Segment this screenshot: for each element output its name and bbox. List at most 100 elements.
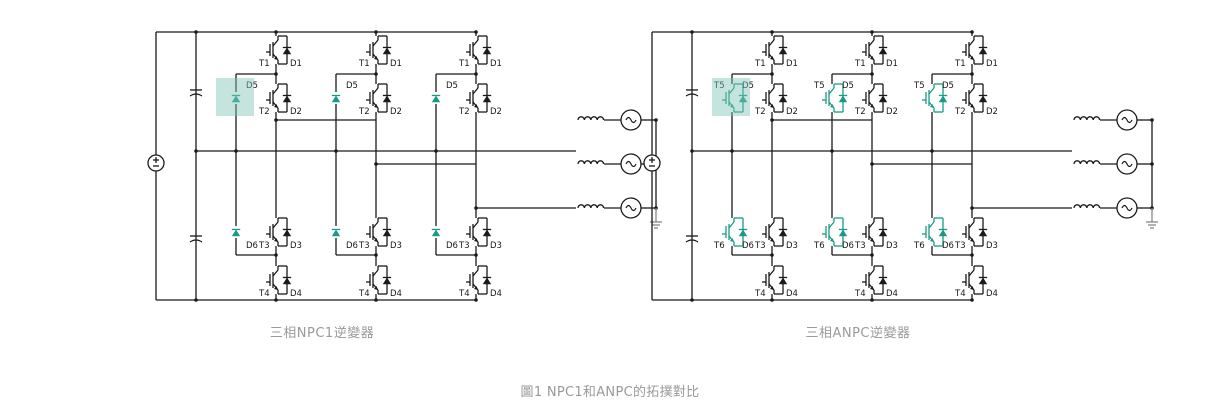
leg1-label-t3: T3 bbox=[258, 241, 270, 251]
junction-dot bbox=[274, 72, 278, 76]
leg3-label-t2: T2 bbox=[458, 107, 470, 117]
junction-dot bbox=[374, 253, 378, 257]
leg1-switch-t2 bbox=[762, 83, 788, 113]
leg1-switch-t1 bbox=[266, 35, 292, 65]
leg1-label-d6: D6 bbox=[246, 241, 258, 251]
ac-source-wave bbox=[1121, 160, 1133, 168]
junction-dot bbox=[374, 30, 378, 34]
leg1-label-d5: D5 bbox=[742, 81, 754, 91]
leg3-switch-t2 bbox=[466, 83, 492, 113]
igbt-collector bbox=[768, 221, 775, 229]
inductor-coil bbox=[1073, 204, 1101, 209]
leg2-switch-t4 bbox=[862, 265, 888, 295]
leg1-clamp-diode-d5 bbox=[231, 95, 241, 103]
ac-source-wave bbox=[1121, 116, 1133, 124]
leg1-label-d1: D1 bbox=[786, 59, 798, 69]
leg2-label-d3: D3 bbox=[886, 241, 898, 251]
junction-dot bbox=[274, 118, 278, 122]
leg1-switch-t3 bbox=[762, 217, 788, 247]
junction-dot bbox=[274, 30, 278, 34]
rail-gap bbox=[931, 84, 933, 112]
igbt-arrow bbox=[274, 56, 278, 60]
junction-dot bbox=[334, 149, 338, 153]
igbt-collector bbox=[768, 269, 775, 277]
inductor-icon bbox=[1073, 116, 1101, 121]
junction-dot bbox=[870, 30, 874, 34]
leg3-clamp-switch-t5 bbox=[922, 83, 948, 113]
leg2-switch-t4 bbox=[366, 265, 392, 295]
igbt-arrow bbox=[374, 238, 378, 242]
leg2-switch-t3 bbox=[366, 217, 392, 247]
inductor-icon bbox=[1073, 204, 1101, 209]
antiparallel-diode bbox=[978, 277, 988, 285]
igbt-collector bbox=[968, 39, 975, 47]
rail-gap bbox=[771, 84, 773, 112]
inductor-coil bbox=[1073, 116, 1101, 121]
leg2-label-t4: T4 bbox=[854, 289, 866, 299]
npc1-caption: 三相NPC1逆變器 bbox=[269, 326, 375, 341]
junction-dot bbox=[474, 206, 478, 210]
leg2-label-d3: D3 bbox=[390, 241, 402, 251]
junction-dot bbox=[970, 253, 974, 257]
antiparallel-diode bbox=[482, 229, 492, 237]
wire-gap bbox=[578, 203, 602, 211]
igbt-arrow bbox=[870, 238, 874, 242]
capacitor-icon bbox=[685, 89, 699, 97]
antiparallel-diode bbox=[482, 47, 492, 55]
junction-dot bbox=[374, 298, 378, 302]
capacitor-curved-plate bbox=[685, 93, 699, 97]
igbt-arrow bbox=[930, 104, 934, 108]
ac-source-wave bbox=[625, 160, 637, 168]
leg1-label-d4: D4 bbox=[290, 289, 302, 299]
igbt-collector bbox=[472, 221, 479, 229]
igbt-collector bbox=[828, 87, 835, 95]
igbt-arrow bbox=[970, 56, 974, 60]
leg3-label-t4: T4 bbox=[954, 289, 966, 299]
rail-gap bbox=[831, 84, 833, 112]
leg3-clamp-diode-d6 bbox=[431, 229, 441, 237]
dc-source-icon bbox=[147, 154, 165, 172]
igbt-arrow bbox=[474, 56, 478, 60]
igbt-collector bbox=[868, 39, 875, 47]
antiparallel-diode bbox=[482, 95, 492, 103]
rail-gap bbox=[375, 218, 377, 246]
igbt-collector bbox=[372, 39, 379, 47]
igbt-collector bbox=[968, 87, 975, 95]
junction-dot bbox=[474, 298, 478, 302]
igbt-collector bbox=[728, 87, 735, 95]
leg2-label-d2: D2 bbox=[390, 107, 402, 117]
leg3-label-d2: D2 bbox=[986, 107, 998, 117]
leg3-label-d5: D5 bbox=[446, 81, 458, 91]
leg2-label-t6: T6 bbox=[813, 241, 825, 251]
figure-caption: 圖1 NPC1和ANPC的拓撲對比 bbox=[520, 385, 700, 400]
antiparallel-diode bbox=[938, 229, 948, 237]
junction-dot bbox=[970, 72, 974, 76]
igbt-collector bbox=[768, 39, 775, 47]
junction-dot bbox=[770, 298, 774, 302]
antiparallel-diode bbox=[382, 277, 392, 285]
antiparallel-diode bbox=[282, 47, 292, 55]
leg1-label-d3: D3 bbox=[290, 241, 302, 251]
leg2-label-d5: D5 bbox=[842, 81, 854, 91]
junction-dot bbox=[374, 72, 378, 76]
igbt-arrow bbox=[870, 56, 874, 60]
antiparallel-diode bbox=[382, 229, 392, 237]
igbt-arrow bbox=[374, 104, 378, 108]
leg1-label-t1: T1 bbox=[754, 59, 766, 69]
igbt-collector bbox=[272, 39, 279, 47]
leg1-label-d4: D4 bbox=[786, 289, 798, 299]
rail-gap bbox=[731, 218, 733, 246]
leg2-label-t5: T5 bbox=[813, 81, 825, 91]
antiparallel-diode bbox=[282, 229, 292, 237]
junction-dot bbox=[770, 72, 774, 76]
rail-gap bbox=[771, 218, 773, 246]
igbt-arrow bbox=[274, 104, 278, 108]
igbt-arrow bbox=[870, 104, 874, 108]
wire-gap bbox=[578, 159, 602, 167]
dc-source-icon bbox=[643, 154, 661, 172]
rail-gap bbox=[871, 218, 873, 246]
igbt-arrow bbox=[970, 104, 974, 108]
junction-dot bbox=[274, 253, 278, 257]
